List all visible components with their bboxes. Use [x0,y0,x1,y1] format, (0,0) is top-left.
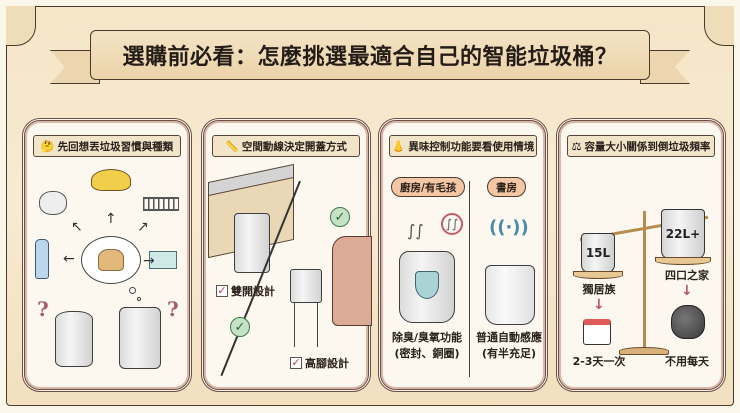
option-double-open: ✓ 雙開設計 [216,283,275,299]
arrow-left-icon: ← [63,251,75,267]
question-mark-icon: ? [167,297,179,321]
sofa-illustration [332,236,372,326]
bin-legs-illustration [294,303,318,347]
caption-sensor-line1: 普通自動感應 [476,331,542,344]
thinking-face-icon: 🤔 [40,139,55,153]
tag-kitchen-pets: 廚房/有毛孩 [391,177,466,197]
no-odor-icon: ∫∫ [441,213,463,235]
tall-leg-bin-icon [290,269,322,303]
option-label: 高腳設計 [305,357,349,370]
arrow-down-icon: ↓ [681,283,693,299]
scroll-curl-right [704,6,734,46]
caption-odor-line1: 除臭/臭氧功能 [391,331,463,344]
sensor-bin-icon [485,265,535,325]
page-title: 選購前必看：怎麼挑選最適合自己的智能垃圾桶？ [122,45,618,70]
scale-pole [643,211,646,351]
household-family: 四口之家 [665,269,709,282]
thought-bubble [81,236,141,284]
option-label: 雙開設計 [231,285,275,298]
title-banner: 選購前必看：怎麼挑選最適合自己的智能垃圾桶？ [50,30,690,86]
shield-icon [415,271,439,299]
balance-scale-icon: ⚖ [571,139,582,153]
frequency-single: 2-3天一次 [572,355,626,368]
odor-steam-icon: ∫∫ [407,221,424,240]
small-bin-15l: 15L [581,233,615,273]
scale-pan-left [573,271,623,279]
crumpled-paper-icon [39,191,67,215]
sensor-signal-icon: ((·)) [489,217,529,238]
plastic-bottle-icon [35,239,49,279]
trash-bag-icon [671,305,705,339]
calendar-icon [583,319,611,345]
nose-icon: 👃 [391,139,406,153]
check-circle-icon: ✓ [230,317,250,337]
check-circle-icon: ✓ [330,207,350,227]
rectangular-smart-bin-icon [119,307,161,369]
panel-heading-ribbon: ⚖ 容量大小關係到倒垃圾頻率 [567,135,715,157]
ruler-icon: 📏 [225,139,239,153]
panel-capacity: ⚖ 容量大小關係到倒垃圾頻率 15L 22L+ 獨居族 四口之家 ↓ ↓ 2-3… [556,118,726,392]
arrow-up-icon: ↑ [105,211,117,227]
panel-odor-control: 👃 異味控制功能要看使用情境 廚房/有毛孩 書房 ∫∫ ∫∫ ((·)) 除臭/… [378,118,548,392]
banner-main: 選購前必看：怎麼挑選最適合自己的智能垃圾桶？ [90,30,650,80]
arrow-up-right-icon: ↗ [137,219,149,235]
fish-bone-icon [143,197,179,211]
column-divider [469,181,471,377]
panel-heading-ribbon: 📏 空間動線決定開蓋方式 [212,135,360,157]
round-open-bin-icon [55,311,93,367]
option-tall-leg: ✓ 高腳設計 [290,355,349,371]
double-open-bin-icon [234,213,270,273]
large-bin-22l: 22L+ [661,209,705,259]
tag-study-room: 書房 [487,177,526,197]
panel-lid-opening: 📏 空間動線決定開蓋方式 ✓ ✓ ✓ 雙開設計 ✓ 高腳設計 [201,118,372,392]
panel-heading-ribbon: 🤔 先回想丟垃圾習慣與種類 [33,135,181,157]
caption-sensor-line2: (有半充足) [481,347,537,360]
checkbox-checked-icon: ✓ [216,284,228,297]
banana-peel-icon [91,169,131,191]
panel-heading: 先回想丟垃圾習慣與種類 [57,140,174,153]
arrow-right-icon: → [143,253,155,269]
household-single: 獨居族 [582,283,616,296]
capacity-label: 15L [585,246,611,260]
frequency-family: 不用每天 [665,355,709,368]
caption-odor-line2: (密封、銅圈) [394,347,460,360]
arrow-down-icon: ↓ [593,297,605,313]
scale-pan-right [655,257,711,265]
panel-heading: 容量大小關係到倒垃圾頻率 [584,140,711,153]
scale-base [619,347,669,355]
panel-waste-habits: 🤔 先回想丟垃圾習慣與種類 ↖ ↑ ↗ ← → ? ? [22,118,192,392]
checkbox-checked-icon: ✓ [290,356,302,369]
panel-heading: 空間動線決定開蓋方式 [241,140,347,153]
thought-dot [137,297,141,301]
panel-heading: 異味控制功能要看使用情境 [408,140,535,153]
thought-dot [129,287,136,294]
capacity-label: 22L+ [665,227,701,241]
garbage-bag-icon [98,249,124,271]
arrow-up-left-icon: ↖ [71,219,83,235]
question-mark-icon: ? [37,297,49,321]
panel-heading-ribbon: 👃 異味控制功能要看使用情境 [389,135,537,157]
tissue-box-icon [149,251,177,269]
